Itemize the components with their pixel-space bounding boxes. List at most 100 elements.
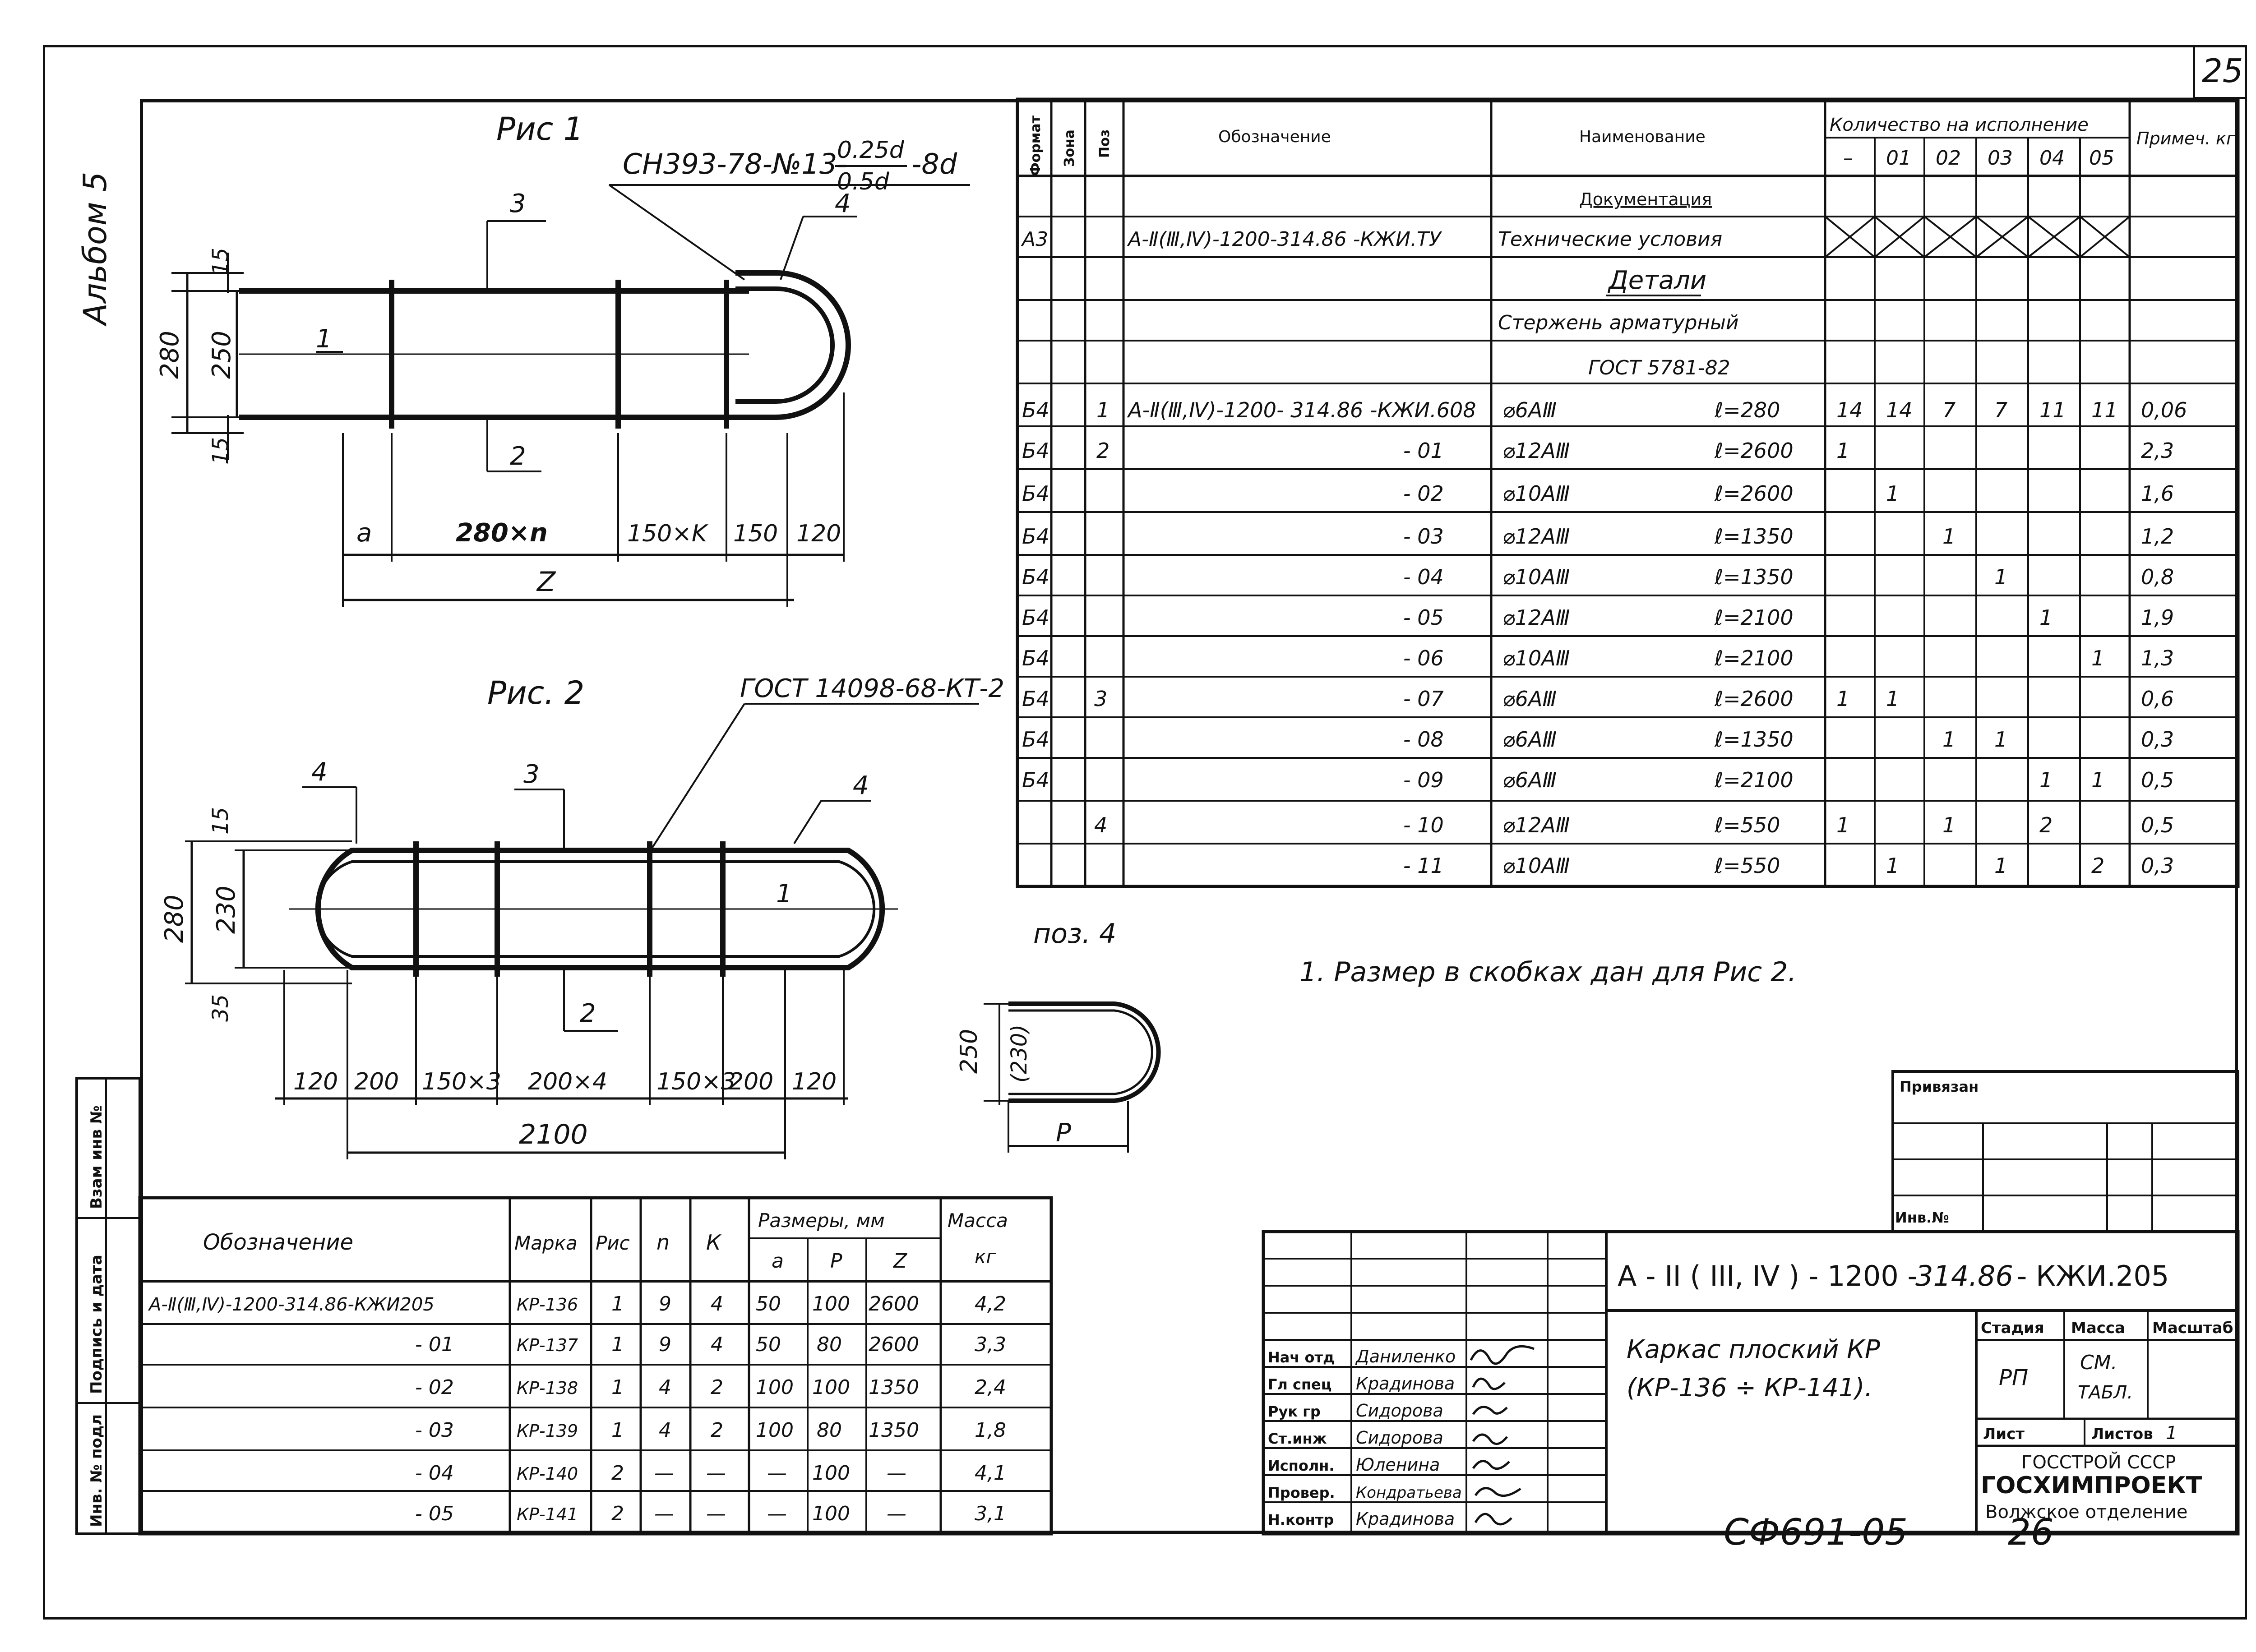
tb-role: Н.контр [1268, 1511, 1334, 1528]
fig1-pos4: 4 [835, 189, 851, 218]
marks-header-designation: Обозначение [203, 1230, 353, 1255]
spec-row-q: 1 [2039, 768, 2053, 792]
spec-row-designation: - 07 [1403, 687, 1444, 711]
poz4-dim-230: (230) [1007, 1024, 1032, 1083]
signatures [1470, 1345, 1535, 1526]
spec-row-designation: - 02 [1403, 481, 1444, 506]
fig1-pos1: 1 [316, 324, 332, 354]
spec-row-q: 14 [1836, 398, 1863, 422]
spec-row-q: 1 [1836, 687, 1849, 711]
marks-row-fig: 1 [611, 1292, 624, 1315]
spec-row-len: ℓ=2100 [1714, 646, 1794, 670]
marks-row-z: 1350 [869, 1419, 919, 1442]
marks-row-k: 4 [711, 1292, 723, 1315]
marks-row-p: 100 [812, 1292, 850, 1315]
poz4-title: поз. 4 [1033, 918, 1116, 950]
side-vzam: Взам инв № [88, 1105, 106, 1209]
marks-header-mass: Масса [948, 1209, 1008, 1232]
marks-row-mark: КР-136 [517, 1295, 578, 1315]
spec-row-q: 1 [1994, 727, 2007, 752]
spec-row-q: 1 [1942, 524, 1956, 549]
fig1-weld-tail: -8d [911, 148, 957, 180]
marks-row-a: — [767, 1502, 787, 1525]
spec-row-q: 2 [2039, 813, 2053, 837]
tb-mass-line1: СМ. [2080, 1351, 2117, 1374]
tb-code-num: 314.86 [1915, 1260, 2013, 1292]
spec-row-note: 0,6 [2141, 687, 2174, 711]
marks-row-a: 50 [756, 1292, 781, 1315]
marks-row-z: — [887, 1502, 906, 1525]
marks-header-k: К [706, 1230, 722, 1255]
spec-row-q: 2 [2091, 854, 2104, 878]
spec-row-name: ⌀10АⅢ [1502, 481, 1570, 506]
marks-row-p: 80 [817, 1419, 842, 1442]
spec-row-q: 1 [1886, 481, 1899, 506]
spec-row-len: ℓ=2600 [1714, 438, 1794, 463]
tb-person: Даниленко [1355, 1347, 1456, 1366]
marks-row-mass: 3,1 [975, 1502, 1006, 1525]
marks-row-mark: КР-138 [517, 1378, 578, 1398]
spec-doc-name: Технические условия [1498, 228, 1722, 251]
spec-rows: Б4 1 А-Ⅱ(Ⅲ,Ⅳ)-1200- 314.86 -КЖИ.608 ⌀6АⅢ… [1022, 398, 2187, 878]
marks-header-sizes: Размеры, мм [758, 1209, 885, 1232]
tb-org2: ГОСХИМПРОЕКТ [1981, 1472, 2202, 1499]
marks-row-p: 100 [812, 1462, 850, 1485]
spec-row-format: Б4 [1022, 438, 1049, 463]
spec-header-pos: Поз [1097, 129, 1113, 158]
fig1-dim-a: a [356, 518, 372, 548]
fig1-drawing [171, 184, 970, 607]
marks-row-mark: КР-139 [517, 1421, 578, 1441]
spec-row-note: 0,8 [2141, 565, 2174, 589]
marks-row-p: 80 [817, 1333, 842, 1356]
spec-row-len: ℓ=2100 [1714, 768, 1794, 792]
fig2-dim-15: 15 [208, 807, 233, 835]
spec-row-q: 1 [1994, 565, 2007, 589]
spec-row-note: 1,2 [2141, 524, 2174, 549]
spec-row-name: ⌀10АⅢ [1502, 854, 1570, 878]
spec-row-len: ℓ=550 [1714, 854, 1780, 878]
bottom-code: СФ691-05 [1724, 1511, 1908, 1553]
fig2-pos2: 2 [580, 999, 596, 1028]
fig2-dim-200b: 200 [729, 1068, 773, 1095]
marks-row-p: 100 [812, 1502, 850, 1525]
tb-person: Кондратьева [1356, 1484, 1462, 1502]
spec-doc-format: А3 [1021, 228, 1048, 251]
spec-row-format: Б4 [1022, 605, 1049, 630]
tb-person: Крадинова [1356, 1509, 1455, 1529]
spec-row-len: ℓ=550 [1714, 813, 1780, 837]
spec-row-len: ℓ=2600 [1714, 481, 1794, 506]
marks-row-mass: 3,3 [975, 1333, 1006, 1356]
fig1-dim-150k: 150×K [627, 520, 709, 547]
marks-row-k: 2 [711, 1376, 723, 1399]
spec-row-designation: - 11 [1403, 854, 1444, 878]
marks-row-mass: 2,4 [975, 1376, 1006, 1399]
spec-row-q: 1 [2091, 768, 2104, 792]
spec-header-designation: Обозначение [1218, 128, 1331, 146]
tb-role: Гл спец [1268, 1376, 1331, 1393]
marks-row-mark: КР-141 [517, 1504, 578, 1524]
fig1-weld-note: СН393-78-№13- [623, 148, 847, 180]
marks-row-a: — [767, 1462, 787, 1485]
spec-header-qty-group: Количество на исполнение [1830, 115, 2089, 135]
spec-header-qty-0: – [1843, 147, 1853, 170]
spec-row-designation: - 01 [1403, 438, 1444, 463]
marks-row-n: 4 [659, 1376, 671, 1399]
tb-stage-label: Стадия [1981, 1319, 2044, 1337]
marks-row-fig: 2 [611, 1462, 624, 1485]
spec-row-name: ⌀12АⅢ [1502, 605, 1570, 630]
spec-row-format: Б4 [1022, 768, 1049, 792]
tb-privyazan: Привязан [1900, 1078, 1979, 1095]
spec-row-name: ⌀6АⅢ [1502, 768, 1557, 792]
spec-row-designation: - 10 [1403, 813, 1444, 837]
marks-row-mass: 4,1 [975, 1462, 1006, 1485]
fig2-drawing [185, 703, 979, 1159]
marks-row-n: — [654, 1502, 674, 1525]
spec-row-designation: А-Ⅱ(Ⅲ,Ⅳ)-1200- 314.86 -КЖИ.608 [1127, 398, 1476, 422]
tb-sheets-label: Листов [2091, 1425, 2153, 1443]
fig2-dim-150x3a: 150×3 [422, 1068, 501, 1095]
fig1-dim-250: 250 [207, 331, 236, 379]
spec-row-q: 11 [2039, 398, 2066, 422]
side-podpis: Подпись и дата [88, 1255, 106, 1394]
